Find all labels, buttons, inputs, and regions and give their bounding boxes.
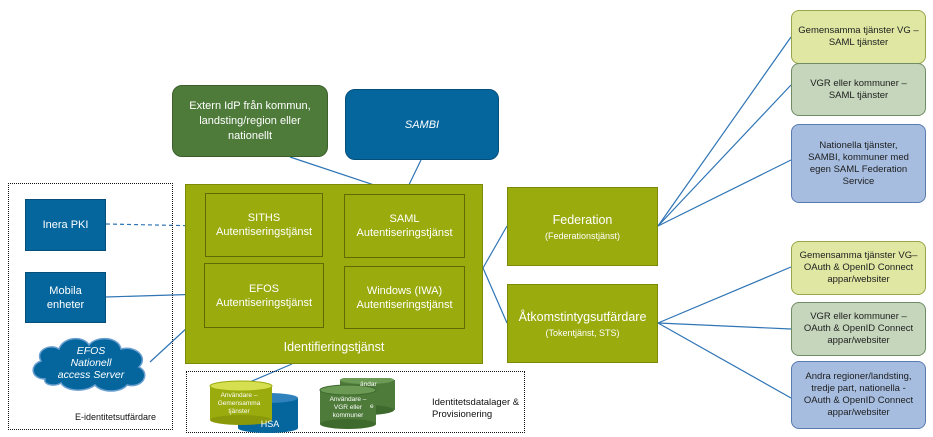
efos-cloud-text: EFOS Nationell access Server [30, 338, 152, 388]
line-ident-db [244, 363, 293, 385]
extern-idp-box: Extern IdP från kommun, landsting/region… [172, 85, 328, 157]
users-common-database-icon [209, 380, 273, 425]
right-box-5: VGR eller kommuner – OAuth & OpenID Conn… [791, 302, 926, 356]
hsa-label: HSA [260, 419, 280, 429]
sambi-label: SAMBI [404, 118, 440, 131]
line-federation-r3 [657, 159, 792, 227]
federation-subtitle: (Federationstjänst) [544, 230, 621, 241]
e-identity-issuer-label: E-identitetsutfärdare [75, 412, 157, 422]
e-identity-issuer-group [8, 183, 173, 430]
users-vgr-database-icon [319, 384, 377, 429]
federation-title: Federation [552, 212, 613, 227]
right-box-5-label: VGR eller kommuner – OAuth & OpenID Conn… [803, 311, 914, 346]
hsa-text: HSA [250, 418, 290, 430]
token-issuer-title: Åtkomstintygsutfärdare [518, 309, 647, 324]
right-box-3: Nationella tjänster, SAMBI, kommuner med… [791, 124, 926, 203]
efos-cloud-label: EFOS Nationell access Server [57, 345, 125, 381]
mobila-enheter-box: Mobila enheter [25, 272, 106, 323]
db2-label: Användare – VGR eller kommuner [329, 396, 367, 419]
right-box-4: Gemensamma tjänster VG– OAuth & OpenID C… [791, 241, 926, 295]
identification-service-label: Identifieringstjänst [283, 340, 385, 354]
inera-pki-label: Inera PKI [42, 219, 89, 231]
extern-idp-label: Extern IdP från kommun, landsting/region… [189, 99, 311, 142]
line-token-r4 [657, 266, 792, 324]
saml-auth-box: SAML Autentiseringstjänst [344, 194, 465, 258]
line-ident-token [482, 267, 508, 324]
identity-datastore-label: Identitetsdatalager & Provisionering [432, 397, 520, 420]
token-issuer-box: Åtkomstintygsutfärdare (Tokentjänst, STS… [507, 284, 658, 363]
right-box-6-label: Andra regioner/landsting, tredje part, n… [803, 371, 914, 418]
line-federation-r1 [657, 36, 792, 227]
federation-box: Federation (Federationstjänst) [507, 187, 658, 266]
identification-service-title: Identifieringstjänst [185, 336, 483, 358]
efos-auth-box: EFOS Autentiseringstjänst [204, 263, 324, 328]
windows-auth-box: Windows (IWA) Autentiseringstjänst [344, 266, 465, 329]
line-federation-r2 [657, 84, 792, 227]
efos-auth-label: EFOS Autentiseringstjänst [216, 282, 312, 309]
right-box-1-label: Gemensamma tjänster VG – SAML tjänster [798, 25, 919, 48]
inera-pki-box: Inera PKI [25, 199, 106, 251]
line-token-r5 [657, 322, 792, 330]
windows-auth-label: Windows (IWA) Autentiseringstjänst [356, 284, 453, 311]
db-back-text-2: e [370, 403, 374, 410]
right-box-2: VGR eller kommuner – SAML tjänster [791, 63, 926, 116]
right-box-1: Gemensamma tjänster VG – SAML tjänster [791, 10, 926, 64]
db1-label: Användare – Gemensamma tjänster [217, 392, 261, 415]
right-box-4-label: Gemensamma tjänster VG– OAuth & OpenID C… [799, 250, 918, 285]
siths-auth-box: SITHS Autentiseringstjänst [205, 193, 323, 257]
sambi-box: SAMBI [345, 89, 499, 160]
db1-text: Användare – Gemensamma tjänster [208, 389, 270, 419]
line-inera-siths [105, 223, 206, 227]
saml-auth-label: SAML Autentiseringstjänst [356, 213, 453, 239]
db2-text: Användare – VGR eller kommuner [320, 392, 376, 424]
efos-cloud-icon [32, 337, 146, 392]
siths-auth-label: SITHS Autentiseringstjänst [216, 212, 312, 238]
db-back-text: ändar [360, 381, 377, 388]
right-box-3-label: Nationella tjänster, SAMBI, kommuner med… [808, 139, 909, 187]
database-icons [209, 378, 395, 433]
line-token-r6 [657, 322, 792, 399]
right-box-2-label: VGR eller kommuner – SAML tjänster [810, 77, 907, 101]
line-ident-federation [482, 225, 508, 269]
right-box-6: Andra regioner/landsting, tredje part, n… [791, 361, 926, 429]
mobila-enheter-label: Mobila enheter [46, 284, 85, 311]
identity-datastore-group [186, 371, 525, 433]
token-issuer-subtitle: (Tokentjänst, STS) [545, 327, 620, 338]
